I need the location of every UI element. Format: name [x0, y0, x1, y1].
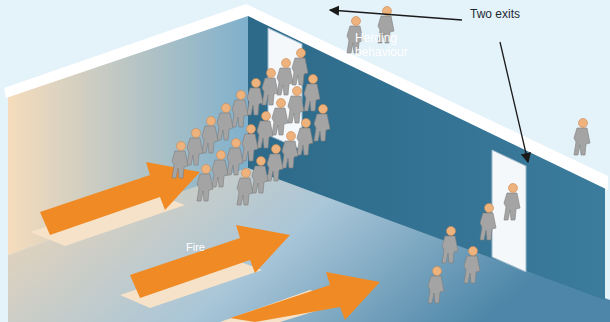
- leader-arrow: [500, 42, 528, 162]
- fire-label: Fire: [186, 241, 226, 254]
- exit-door: [492, 150, 526, 272]
- wall-label: Herding behaviour: [355, 32, 425, 60]
- people-outside: [347, 7, 590, 156]
- callout-label: Two exits: [470, 8, 520, 22]
- fire-arrows: [30, 162, 380, 322]
- people-at-exit: [428, 184, 520, 304]
- leader-arrow: [330, 10, 462, 20]
- crowd: [172, 49, 330, 206]
